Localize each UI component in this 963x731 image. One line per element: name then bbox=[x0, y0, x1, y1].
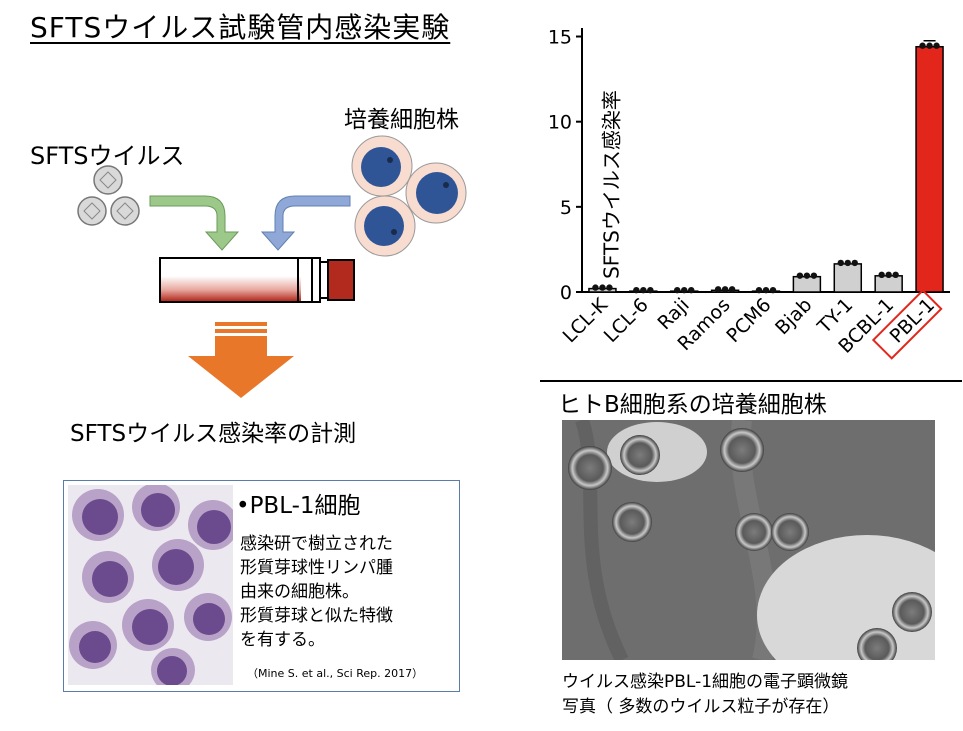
chart-data-point bbox=[810, 272, 818, 279]
chart-data-point bbox=[640, 286, 647, 294]
chart-y-tick-label: 5 bbox=[560, 197, 572, 219]
measure-label: SFTSウイルス感染率の計測 bbox=[70, 421, 357, 447]
chart-data-point bbox=[592, 284, 599, 291]
pbl1-info-box bbox=[63, 480, 460, 692]
chart-y-tick-label: 15 bbox=[548, 27, 572, 49]
chart-x-tick-label: LCL-6 bbox=[600, 294, 653, 347]
pbl1-citation: （Mine S. et al., Sci Rep. 2017） bbox=[247, 667, 424, 680]
chart-data-point bbox=[599, 284, 606, 291]
pbl1-description-line: 形質芽球性リンパ腫 bbox=[240, 558, 393, 578]
chart-data-point bbox=[796, 272, 804, 279]
cultured-cells-icon bbox=[351, 135, 467, 257]
chart-data-point bbox=[803, 272, 811, 279]
chart-data-point bbox=[755, 286, 763, 294]
chart-y-tick-label: 0 bbox=[560, 282, 572, 304]
chart-bar bbox=[792, 275, 822, 293]
chart-data-point bbox=[933, 42, 940, 49]
chart-x-tick-label: PCM6 bbox=[722, 294, 775, 347]
chart-x-axis-label: ヒトB細胞系の培養細胞株 bbox=[558, 392, 827, 418]
cells-label: 培養細胞株 bbox=[344, 107, 459, 133]
chart-data-point bbox=[762, 286, 770, 294]
electron-micrograph bbox=[562, 420, 935, 660]
pbl1-description-line: 形質芽球と似た特徴 bbox=[240, 606, 393, 626]
virus-label: SFTSウイルス bbox=[30, 142, 185, 170]
pbl1-description-line: を有する。 bbox=[240, 630, 325, 650]
chart-data-point bbox=[633, 286, 640, 294]
virus-particles-icon bbox=[77, 165, 140, 226]
cell-arrow bbox=[260, 195, 351, 251]
pbl1-description-line: 感染研で樹立された bbox=[240, 534, 393, 554]
chart-y-tick-label: 10 bbox=[548, 112, 572, 134]
virus-arrow bbox=[149, 195, 240, 251]
experiment-schematic bbox=[77, 135, 467, 398]
chart-data-point bbox=[769, 286, 777, 294]
em-caption-line-2: 写真（ 多数のウイルス粒子が存在） bbox=[562, 697, 840, 717]
chart-divider bbox=[540, 380, 962, 382]
down-arrow bbox=[188, 322, 294, 398]
chart-data-point bbox=[647, 286, 654, 294]
chart-bar bbox=[874, 275, 903, 293]
chart-data-point bbox=[606, 284, 613, 291]
chart-bar bbox=[833, 263, 863, 293]
chart-data-point bbox=[721, 286, 729, 293]
chart-data-point bbox=[851, 259, 858, 267]
chart-data-point bbox=[919, 42, 926, 49]
chart-data-point bbox=[714, 286, 722, 293]
chart-data-point bbox=[878, 271, 885, 279]
chart-data-point bbox=[674, 286, 681, 294]
test-tube-icon bbox=[159, 257, 355, 303]
chart-data-point bbox=[892, 271, 899, 279]
chart-bar bbox=[915, 45, 944, 293]
pbl1-micrograph bbox=[68, 485, 233, 685]
chart-data-point bbox=[837, 259, 844, 267]
chart-data-point bbox=[926, 42, 933, 49]
chart-data-point bbox=[728, 286, 736, 293]
pbl1-description-line: 由来の細胞株。 bbox=[240, 582, 359, 602]
chart-x-tick-label: Bjab bbox=[771, 294, 816, 339]
em-caption-line-1: ウイルス感染PBL-1細胞の電子顕微鏡 bbox=[562, 672, 849, 692]
pbl1-heading: •PBL-1細胞 bbox=[236, 493, 361, 519]
chart-data-point bbox=[688, 286, 695, 294]
page-title: SFTSウイルス試験管内感染実験 bbox=[30, 11, 451, 44]
chart-data-point bbox=[681, 286, 688, 294]
chart-highlight-box bbox=[871, 289, 943, 360]
chart-data-point bbox=[885, 271, 892, 279]
chart-data-point bbox=[844, 259, 851, 267]
